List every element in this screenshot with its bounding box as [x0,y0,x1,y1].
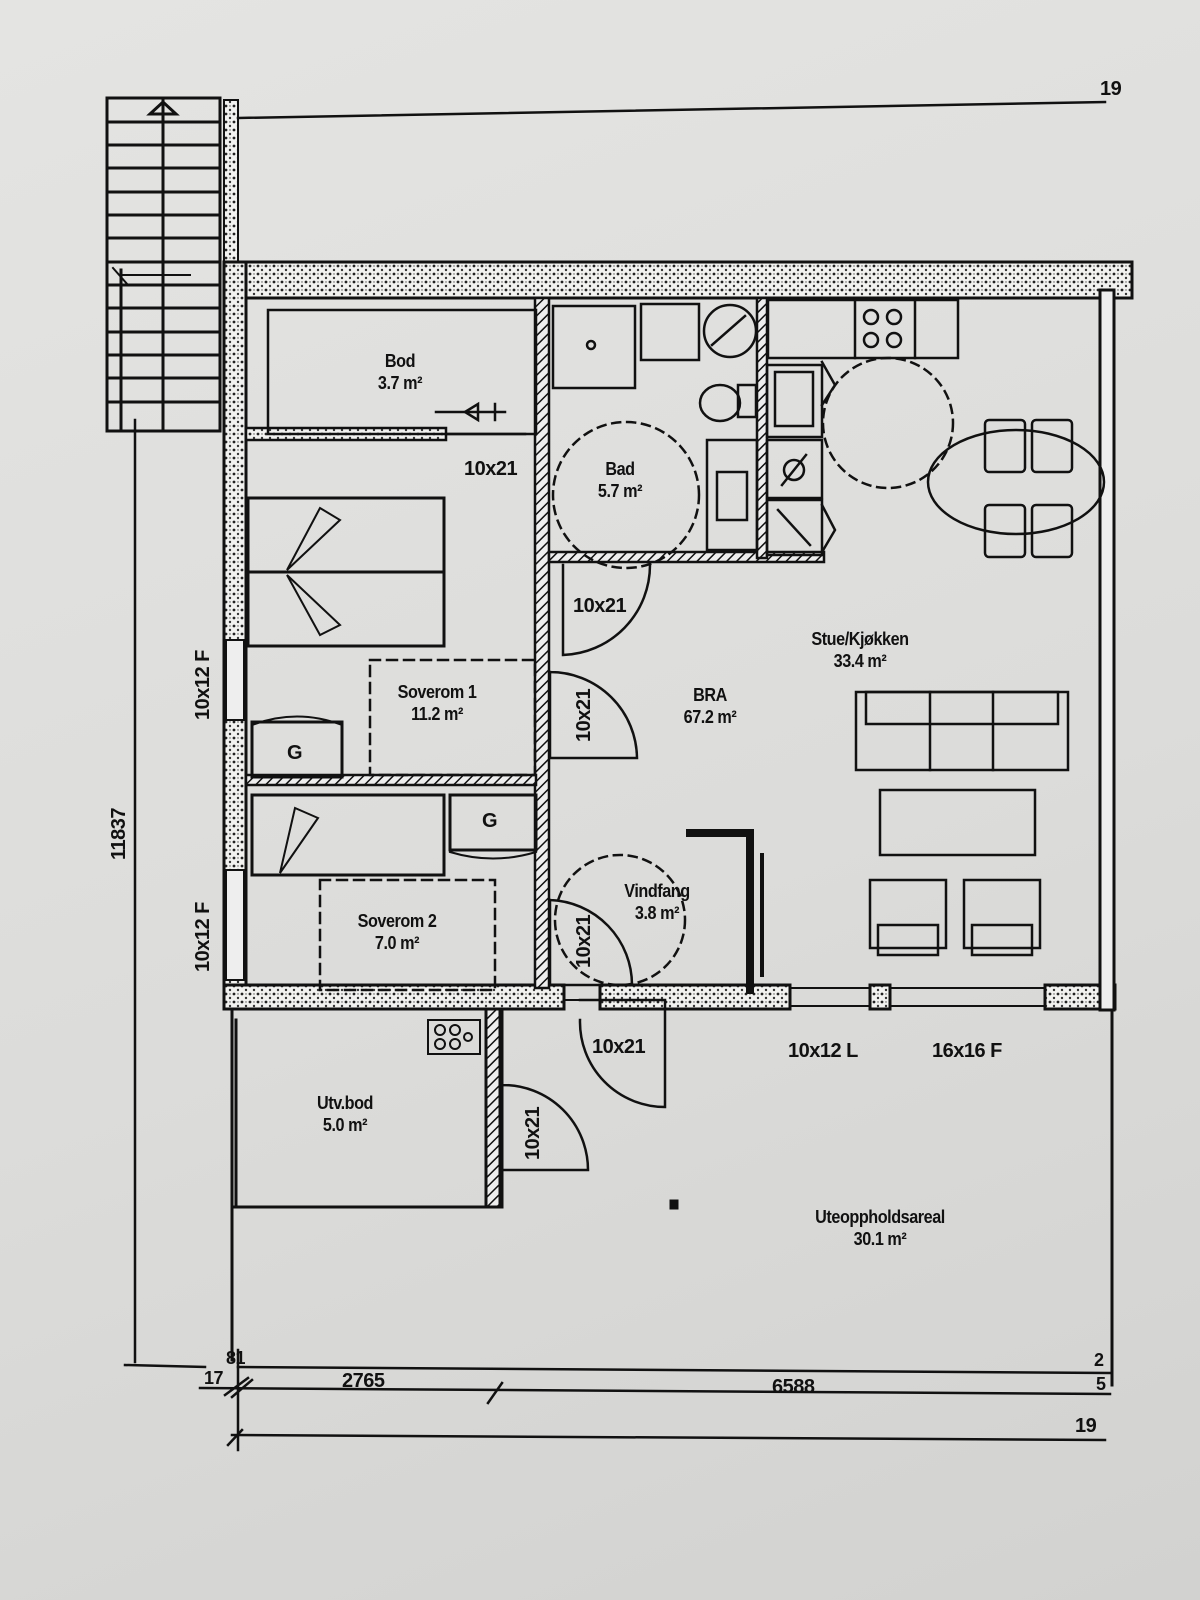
room-area: 33.4 m² [833,651,887,671]
door-label-utvbod: 10x21 [522,1106,544,1160]
room-area: 7.0 m² [374,933,420,953]
total-area-label: BRA 67.2 m² [674,684,746,728]
exterior-walls [222,260,1134,1012]
dimension-width-right: 6588 [772,1376,815,1398]
room-area: 3.7 m² [377,373,423,393]
door-label-entry: 10x21 [592,1036,646,1058]
room-name: Bod [384,351,416,371]
room-area: 11.2 m² [411,704,463,724]
dimension-small-17: 17 [204,1368,224,1388]
room-name: Stue/Kjøkken [811,629,909,649]
total-area: 67.2 m² [683,707,737,727]
room-name: Uteoppholdsareal [815,1207,945,1227]
room-label-utvbod: Utv.bod 5.0 m² [309,1092,381,1136]
room-label-stue-kjokken: Stue/Kjøkken 33.4 m² [797,628,923,672]
room-label-vindfang: Vindfang 3.8 m² [617,880,698,924]
window-label-stue-1: 10x12 L [788,1040,858,1062]
room-label-uteoppholdsareal: Uteoppholdsareal 30.1 m² [808,1206,952,1250]
dimension-right-small-a: 2 [1094,1350,1104,1370]
closet-label-g1: G [287,742,303,764]
door-label-soverom1: 10x21 [573,688,595,742]
dimension-top-right: 19 [1100,78,1122,100]
dimension-bottom-right: 19 [1075,1415,1097,1437]
room-name: Vindfang [624,881,690,901]
dimension-small-81: 81 [226,1348,246,1368]
room-name: Utv.bod [317,1093,373,1113]
closet-label-g2: G [482,810,498,832]
dimension-right-small-b: 5 [1096,1374,1106,1394]
window-label-soverom2: 10x12 F [192,902,214,972]
room-area: 3.8 m² [634,903,680,923]
room-label-bad: Bad 5.7 m² [584,458,656,502]
room-name: Soverom 1 [397,682,477,702]
dimension-width-left: 2765 [342,1370,385,1392]
total-label: BRA [693,685,727,705]
room-area: 5.7 m² [597,481,643,501]
door-label-bod: 10x21 [464,458,518,480]
room-name: Bad [605,459,635,479]
stair [105,96,222,433]
room-label-bod: Bod 3.7 m² [364,350,436,394]
door-label-bad: 10x21 [573,595,627,617]
window-label-soverom1: 10x12 F [192,650,214,720]
window-label-stue-2: 16x16 F [932,1040,1002,1062]
room-label-soverom1: Soverom 1 11.2 m² [388,681,487,725]
room-label-soverom2: Soverom 2 7.0 m² [348,910,447,954]
room-area: 5.0 m² [322,1115,368,1135]
dimension-height-total: 11837 [108,807,130,860]
room-name: Soverom 2 [357,911,437,931]
door-label-soverom2: 10x21 [573,914,595,968]
room-area: 30.1 m² [853,1229,907,1249]
